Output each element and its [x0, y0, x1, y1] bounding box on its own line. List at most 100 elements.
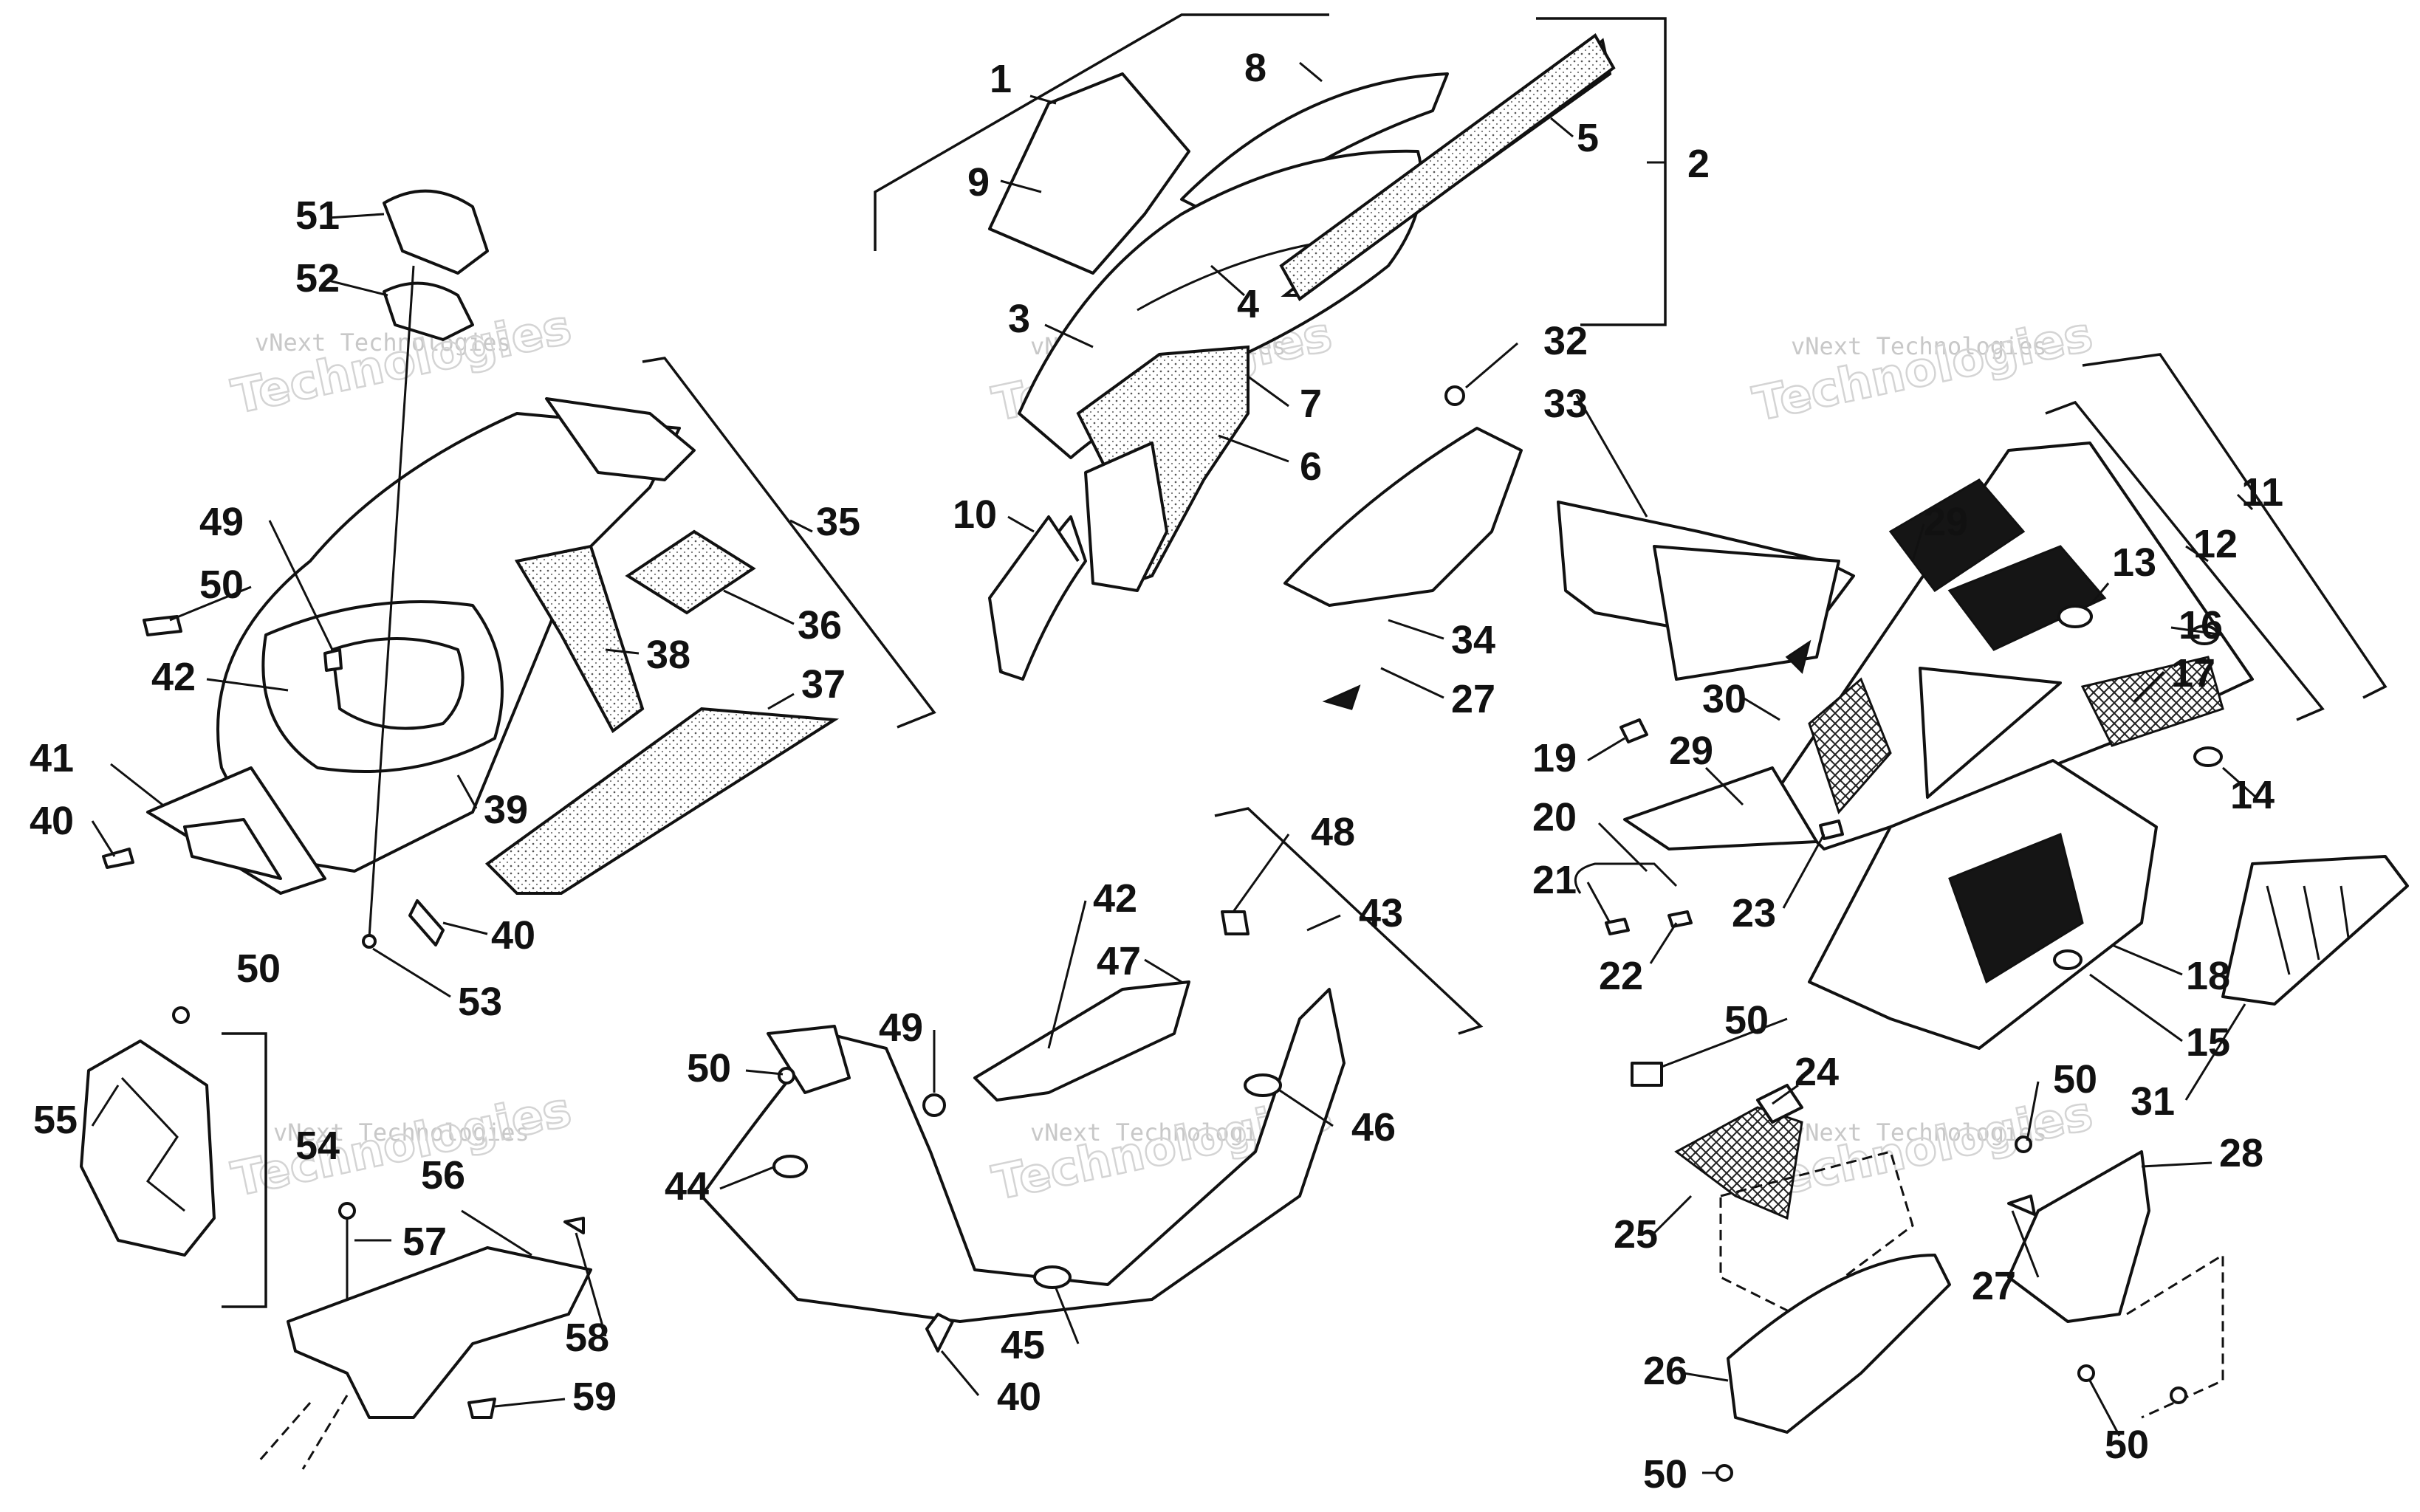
side-panel-assembly: [1623, 353, 2409, 1050]
nose-opening: [331, 637, 465, 730]
bracket-group-54: [222, 1032, 267, 1308]
panel-55: [80, 1040, 216, 1257]
lower-panel-graphic: [1948, 832, 2084, 984]
panel-55-line: [120, 1076, 185, 1212]
callout-12: 12: [2193, 522, 2238, 566]
panel-mesh: [2080, 656, 2224, 747]
callout-5: 5: [1577, 116, 1599, 160]
callout-17: 17: [2171, 651, 2215, 695]
clip-58: [563, 1217, 585, 1234]
leader-51: [328, 213, 385, 219]
callout-50f: 50: [1643, 1452, 1687, 1496]
callout-39: 39: [484, 788, 528, 832]
lower-trim-10b: [988, 515, 1080, 673]
callout-31: 31: [2131, 1079, 2175, 1124]
callout-38: 38: [646, 633, 690, 677]
panel-mesh: [1808, 677, 1892, 814]
callout-24: 24: [1795, 1050, 1839, 1094]
nut-49: [323, 648, 343, 672]
callout-42: 42: [151, 655, 196, 699]
leader-56: [461, 1209, 532, 1257]
callout-19: 19: [1532, 736, 1577, 780]
panel-graphic-dark: [1947, 545, 2107, 651]
leader-40: [442, 921, 488, 935]
leader-1: [1029, 94, 1057, 105]
leader-lines: [91, 61, 2257, 1474]
screw-50: [2170, 1386, 2187, 1404]
hood-trim-assembly: [874, 13, 1667, 681]
leader-50: [169, 585, 252, 622]
leader-37: [767, 693, 795, 710]
leader-55: [91, 1085, 120, 1127]
callout-48: 48: [1311, 810, 1355, 854]
watermark-text: vNext Technologies: [1791, 332, 2047, 360]
lower-right-assembly: [1631, 1062, 2224, 1482]
lower-left-assembly: [80, 1006, 592, 1470]
leader-40b: [91, 820, 116, 857]
bracket-group-1: [874, 13, 1329, 251]
fastener-line: [368, 265, 415, 938]
rivet-40: [408, 899, 445, 946]
wire-20: [1574, 862, 1678, 894]
clip-27: [2007, 1195, 2036, 1216]
leader-45: [1055, 1288, 1080, 1344]
callout-40c: 40: [997, 1375, 1041, 1419]
leader-26: [1683, 1372, 1729, 1382]
grille-slats: [2266, 885, 2350, 975]
rivet-53: [362, 934, 377, 949]
callout-35: 35: [816, 500, 860, 544]
arrow-marker: [1785, 639, 1811, 674]
trim-piece-3: [1084, 441, 1168, 592]
callout-18: 18: [2186, 954, 2230, 998]
leader-44: [719, 1165, 776, 1190]
pad-45: [1033, 1265, 1072, 1289]
grille-31: [2221, 855, 2409, 1006]
duct-26: [1727, 1254, 1951, 1434]
callout-21: 21: [1532, 858, 1577, 902]
callout-29: 29: [1924, 500, 1968, 544]
bracket-group-35: [642, 357, 936, 729]
callout-15: 15: [2186, 1020, 2230, 1065]
clip-24: [1756, 1084, 1803, 1124]
callout-8: 8: [1244, 46, 1266, 90]
watermark-text: vNext Technologies: [273, 1118, 529, 1147]
leader-23: [1782, 834, 1826, 909]
bracket-part: [767, 1025, 851, 1094]
callout-57: 57: [402, 1220, 447, 1264]
leader-48: [1232, 834, 1290, 913]
leader-31: [2184, 1003, 2246, 1101]
foam-38: [514, 544, 645, 733]
callout-2: 2: [1687, 142, 1710, 186]
callout-40: 40: [491, 913, 535, 958]
callout-58: 58: [565, 1316, 609, 1360]
badge-15: [2053, 949, 2083, 970]
leader-29b: [1704, 766, 1744, 806]
leader-11: [2236, 493, 2254, 511]
watermark-text: Technologies: [1749, 307, 2097, 432]
leader-58: [575, 1232, 607, 1337]
callout-16: 16: [2179, 603, 2223, 647]
callout-13: 13: [2112, 540, 2156, 585]
arrow-marker: [1322, 684, 1361, 710]
leader-7: [1247, 375, 1289, 408]
callout-28: 28: [2219, 1131, 2263, 1175]
gasket-52: [383, 281, 474, 341]
side-trim-41b: [183, 818, 282, 880]
callout-34: 34: [1451, 618, 1495, 662]
callout-6: 6: [1300, 444, 1322, 489]
callout-54: 54: [295, 1124, 340, 1168]
callout-23: 23: [1732, 891, 1776, 935]
hidden-duct: [1719, 1150, 1914, 1316]
leader-33: [1575, 394, 1648, 518]
callout-9: 9: [967, 160, 990, 205]
callout-44: 44: [665, 1164, 709, 1209]
callout-30: 30: [1702, 677, 1747, 721]
callout-50g: 50: [2105, 1423, 2149, 1467]
connector-22: [1667, 910, 1693, 928]
leader-32: [1465, 342, 1518, 389]
leader-50b: [745, 1069, 784, 1076]
callout-46: 46: [1351, 1105, 1396, 1150]
screw-50: [2077, 1364, 2095, 1382]
leader-42b: [1047, 900, 1087, 1049]
trim-47: [973, 980, 1190, 1102]
